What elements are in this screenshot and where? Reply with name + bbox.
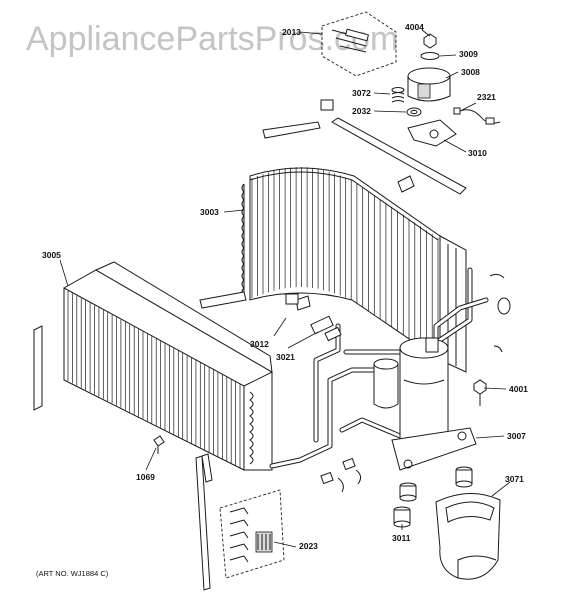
label-1069: 1069	[136, 472, 155, 482]
screw-4001	[473, 379, 487, 406]
bracket-1069	[153, 435, 165, 454]
leader-lines	[59, 29, 511, 548]
loose-fittings	[320, 273, 511, 493]
label-2032: 2032	[352, 106, 371, 116]
label-3007: 3007	[507, 431, 526, 441]
motor-assembly	[391, 33, 501, 147]
label-3011: 3011	[392, 533, 411, 543]
label-3005: 3005	[42, 250, 61, 260]
watermark-text: AppliancePartsPros.com	[26, 20, 398, 58]
label-3071: 3071	[505, 474, 524, 484]
label-4004: 4004	[405, 22, 424, 32]
part-labels: 2013 4004 3009 3008 3072 2321 2032 3010 …	[42, 22, 528, 551]
part-2013-group	[321, 11, 397, 77]
label-3072: 3072	[352, 88, 371, 98]
label-2321: 2321	[477, 92, 496, 102]
compressor	[373, 337, 477, 471]
shroud-3071	[435, 492, 501, 580]
hardware-kit-2023	[219, 489, 285, 579]
evaporator-coil-3005	[33, 261, 273, 471]
art-number: (ART NO. WJ1884 C)	[36, 569, 109, 578]
label-3009: 3009	[459, 49, 478, 59]
label-3012: 3012	[250, 339, 269, 349]
label-3003: 3003	[200, 207, 219, 217]
label-4001: 4001	[509, 384, 528, 394]
label-3021: 3021	[276, 352, 295, 362]
top-rails	[262, 99, 467, 195]
mounting-feet-3011	[393, 466, 473, 528]
label-3010: 3010	[468, 148, 487, 158]
side-strips	[195, 453, 213, 591]
label-2023: 2023	[299, 541, 318, 551]
label-2013: 2013	[282, 27, 301, 37]
label-3008: 3008	[461, 67, 480, 77]
